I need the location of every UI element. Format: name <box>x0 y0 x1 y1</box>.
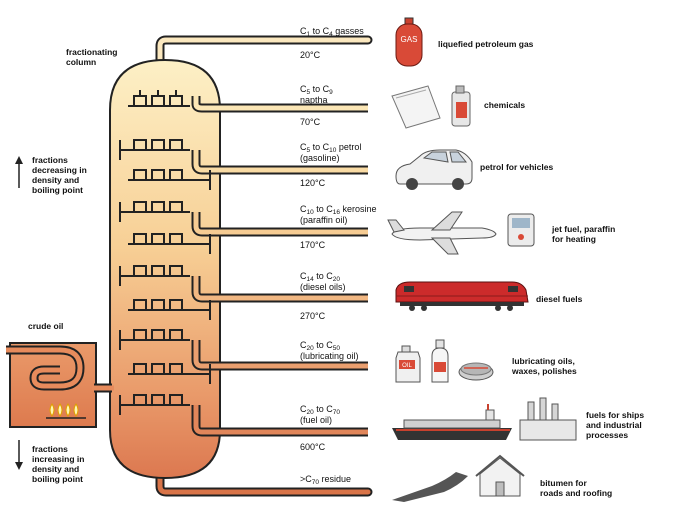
decreasing-note-line1: fractions <box>32 155 68 165</box>
oil-label: OIL <box>402 363 412 369</box>
product-label-line1: fuels for ships <box>586 410 645 420</box>
fraction-name: (diesel oils) <box>300 282 346 292</box>
road-house-icon <box>392 454 525 502</box>
fraction-formula: C20 to C50 <box>300 340 340 352</box>
arrow-down-icon <box>15 440 23 470</box>
product-label-line1: bitumen for <box>540 478 587 488</box>
product-label: bitumen for roads and roofing <box>540 478 612 498</box>
side-draw-pipes <box>191 96 368 437</box>
train-icon <box>395 281 529 311</box>
product-label-line2: and industrial <box>586 420 642 430</box>
column-title-line2: column <box>66 57 97 67</box>
decreasing-note-line3: density and <box>32 175 80 185</box>
product-label: diesel fuels <box>536 294 582 304</box>
fraction-formula: C14 to C20 <box>300 271 340 283</box>
arrow-up-icon <box>15 156 23 188</box>
product-label-line1: lubricating oils, <box>512 356 575 366</box>
product-label-line1: petrol for vehicles <box>480 162 554 172</box>
gas-label: GAS <box>401 35 418 44</box>
airplane-icon <box>387 211 497 255</box>
car-icon <box>395 149 473 190</box>
product-label: jet fuel, paraffin for heating <box>552 224 615 244</box>
product-label-line1: chemicals <box>484 100 526 110</box>
fraction-formula: C5 to C9 <box>300 84 333 96</box>
fraction-label: C20 to C50 (lubricating oil) <box>300 340 359 362</box>
product-label-line3: processes <box>586 430 629 440</box>
fraction-formula: C10 to C16 kerosine <box>300 204 377 216</box>
fraction-label: C5 to C9 naptha <box>300 84 333 106</box>
fraction-formula: C20 to C70 <box>300 404 340 416</box>
temperature-label: 20°C <box>300 50 321 60</box>
product-label-line2: for heating <box>552 234 596 244</box>
burner-flames <box>49 403 79 417</box>
fraction-name: (lubricating oil) <box>300 351 359 361</box>
fraction-formula: C1 to C4 gasses <box>300 26 364 38</box>
fraction-label: C1 to C4 gasses <box>300 26 364 38</box>
decreasing-note: fractions decreasing in density and boil… <box>32 155 87 195</box>
increasing-note-line4: boiling point <box>32 474 83 484</box>
product-label: lubricating oils, waxes, polishes <box>512 356 577 376</box>
product-label-line1: diesel fuels <box>536 294 583 304</box>
temperature-label: 70°C <box>300 117 321 127</box>
fraction-formula: C5 to C10 petrol <box>300 142 362 154</box>
fraction-formula: >C70 residue <box>300 474 352 486</box>
product-label-line2: waxes, polishes <box>512 366 577 376</box>
increasing-note-line1: fractions <box>32 444 68 454</box>
trays <box>119 90 211 415</box>
fraction-label: C14 to C20 (diesel oils) <box>300 271 346 293</box>
gas-tank-icon: GAS <box>395 17 423 67</box>
column-title-line1: fractionating <box>66 47 118 57</box>
product-label: fuels for ships and industrial processes <box>586 410 644 440</box>
product-label-line1: liquefied petroleum gas <box>438 39 534 49</box>
heater-icon <box>507 213 535 247</box>
product-label: petrol for vehicles <box>480 162 553 172</box>
fraction-label: C20 to C70 (fuel oil) <box>300 404 340 426</box>
fraction-label: C10 to C16 kerosine (paraffin oil) <box>300 204 377 226</box>
temperature-label: 600°C <box>300 442 326 452</box>
product-label-line1: jet fuel, paraffin <box>552 224 616 234</box>
chemicals-icon <box>391 85 471 129</box>
temperature-label: 170°C <box>300 240 326 250</box>
fraction-name: (paraffin oil) <box>300 215 348 225</box>
temperature-label: 120°C <box>300 178 326 188</box>
oil-products-icon: OIL <box>395 339 494 383</box>
fraction-name: (gasoline) <box>300 153 340 163</box>
increasing-note-line3: density and <box>32 464 80 474</box>
decreasing-note-line4: boiling point <box>32 185 83 195</box>
product-label: liquefied petroleum gas <box>438 39 533 49</box>
fraction-label: >C70 residue <box>300 474 352 486</box>
column-title: fractionating column <box>66 47 117 67</box>
increasing-note-line2: increasing in <box>32 454 85 464</box>
temperature-label: 270°C <box>300 311 326 321</box>
product-label-line2: roads and roofing <box>540 488 613 498</box>
fraction-name: naptha <box>300 95 328 105</box>
fraction-name: (fuel oil) <box>300 415 333 425</box>
product-label: chemicals <box>484 100 525 110</box>
ship-factory-icon <box>392 397 577 441</box>
crude-oil-label: crude oil <box>28 321 64 331</box>
decreasing-note-line2: decreasing in <box>32 165 87 175</box>
fraction-label: C5 to C10 petrol (gasoline) <box>300 142 361 164</box>
increasing-note: fractions increasing in density and boil… <box>32 444 84 484</box>
output-pipes <box>155 35 373 497</box>
